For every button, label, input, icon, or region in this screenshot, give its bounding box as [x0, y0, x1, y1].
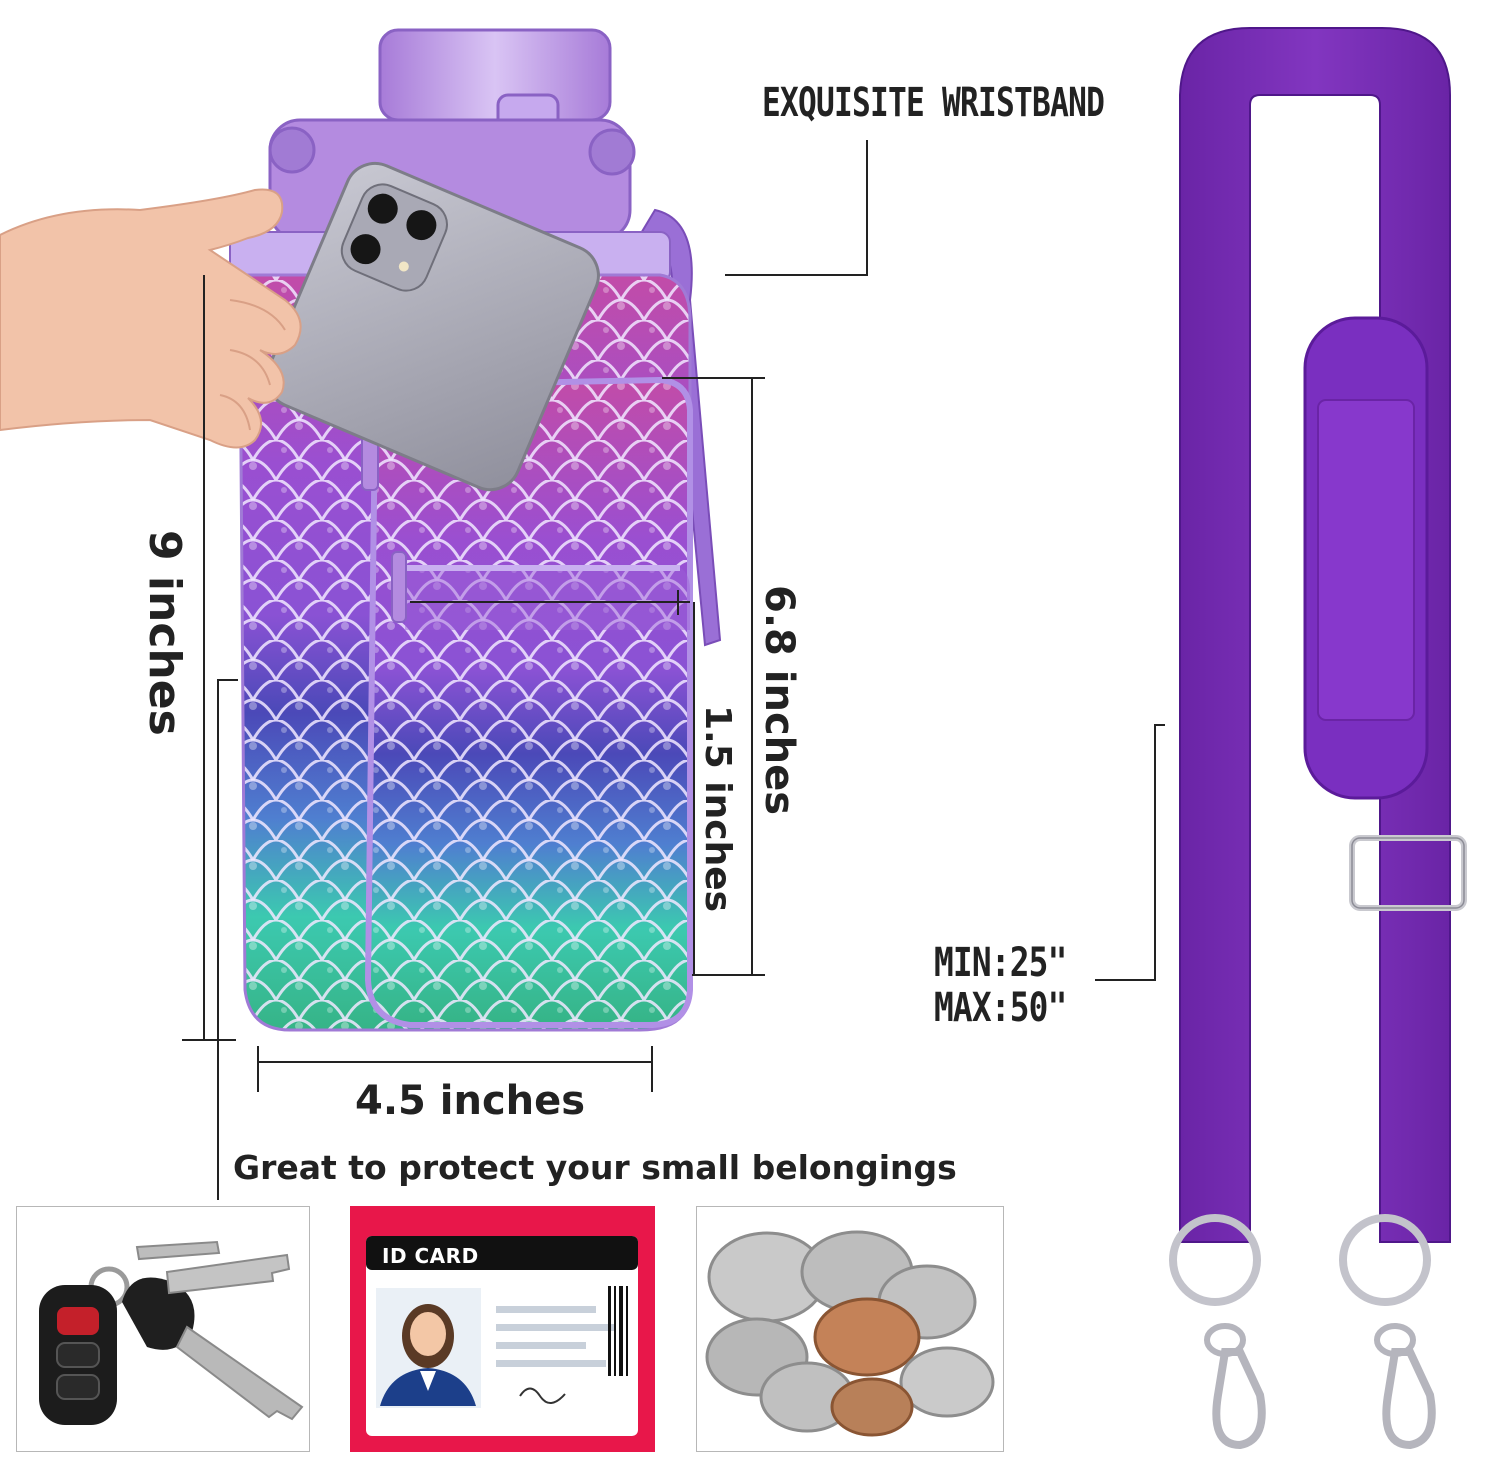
wristband-label: EXQUISITE WRISTBAND: [762, 80, 1105, 126]
wristband-callout-line: [725, 140, 868, 276]
id-card-thumbnail: [350, 1206, 655, 1452]
height-total-label: 9 inches: [139, 530, 190, 736]
height-total-dimension: [182, 275, 238, 1200]
headline: Great to protect your small belongings: [233, 1148, 957, 1187]
width-label: 4.5 inches: [355, 1078, 586, 1124]
strap-max-label: MAX:50": [934, 985, 1067, 1031]
hook-right: [1339, 1214, 1436, 1450]
car-keys-icon: [39, 1240, 304, 1425]
width-dimension: [257, 1046, 653, 1092]
height-pocket-dimension: [662, 377, 765, 976]
strap-min-label: MIN:25": [934, 940, 1067, 986]
id-card-icon: [350, 1206, 655, 1452]
hand-icon: [0, 188, 302, 449]
smartphone-icon: [265, 161, 600, 492]
pocket-depth-dimension: [410, 590, 695, 975]
id-card-title: ID CARD: [382, 1244, 479, 1268]
keys-thumbnail: [16, 1206, 310, 1452]
height-pocket-label: 6.8 inches: [756, 585, 802, 816]
coins-thumbnail: [696, 1206, 1004, 1452]
shoulder-strap: [1169, 27, 1467, 1450]
pocket-depth-label: 1.5 inches: [697, 705, 738, 913]
coins-icon: [705, 1230, 995, 1437]
strap-callout-line: [1095, 724, 1165, 981]
hook-left: [1169, 1214, 1266, 1450]
front-pocket: [361, 376, 693, 1028]
